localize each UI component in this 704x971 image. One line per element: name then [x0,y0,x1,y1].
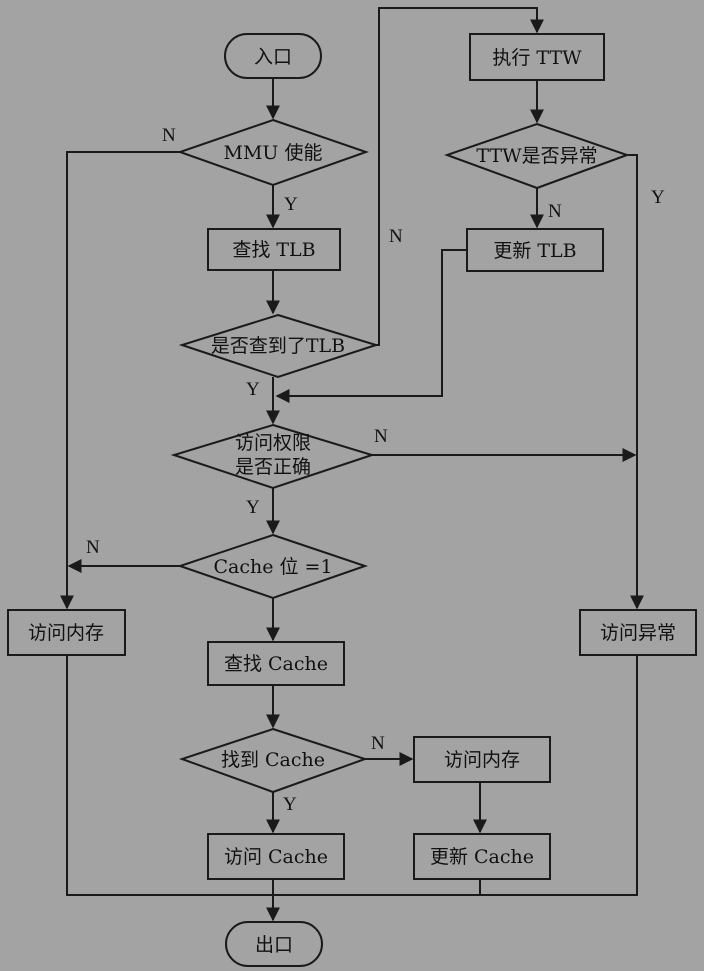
process-access-memory-right: 访问内存 [413,736,551,783]
process-update-tlb-label: 更新 TLB [493,240,576,262]
process-update-tlb: 更新 TLB [466,228,604,272]
node-exit: 出口 [225,921,323,967]
process-exec-ttw: 执行 TTW [469,33,605,81]
decision-mmu-enabled: MMU 使能 [176,118,370,187]
process-access-cache-label: 访问 Cache [224,846,328,868]
node-entry-label: 入口 [254,46,292,68]
edge-left-memory-to-exit [66,655,272,896]
edge-label-tlb-yes: Y [246,379,260,400]
process-access-exception: 访问异常 [579,609,697,656]
process-access-exception-label: 访问异常 [600,622,676,644]
edge-label-ttw-yes: Y [651,187,665,208]
edge-update-tlb-to-merge [275,249,467,403]
process-access-memory-right-label: 访问内存 [444,749,520,771]
process-find-cache: 查找 Cache [207,641,345,686]
decision-cache-bit: Cache 位 =1 [176,533,369,600]
edge-label-permission-yes: Y [246,497,260,518]
edge-label-tlb-no: N [389,226,403,247]
process-update-cache: 更新 Cache [413,833,551,880]
process-access-memory-left-label: 访问内存 [28,622,104,644]
process-update-cache-label: 更新 Cache [430,846,534,868]
edge-label-ttw-no: N [548,201,562,222]
edge-label-mmu-no: N [162,125,176,146]
edge-label-cache-found-no: N [371,733,385,754]
edge-ttw-exception-yes-to-access-exception [627,154,644,610]
decision-mmu-enabled-label: MMU 使能 [224,142,323,164]
edge-label-cache-bit-no: N [86,537,100,558]
decision-cache-found: 找到 Cache [178,727,369,794]
edges [60,7,644,922]
decision-ttw-exception: TTW是否异常 [444,122,630,190]
process-find-tlb: 查找 TLB [207,228,341,271]
edge-mmu-no-to-left-memory [60,151,180,610]
decision-tlb-hit: 是否查到了TLB [178,313,380,379]
edge-labels: N Y N Y Y N N Y N N Y [86,125,665,815]
decision-tlb-hit-label: 是否查到了TLB [211,335,345,357]
process-exec-ttw-label: 执行 TTW [492,47,582,69]
edge-label-mmu-yes: Y [284,194,298,215]
node-entry: 入口 [224,33,322,79]
decision-access-permission-label-2: 是否正确 [235,456,311,478]
edge-label-permission-no: N [374,426,388,447]
edge-access-exception-to-exit [274,655,638,896]
decision-access-permission-label-1: 访问权限 [235,432,311,454]
process-find-tlb-label: 查找 TLB [232,239,315,261]
decision-cache-bit-label: Cache 位 =1 [213,556,332,578]
process-access-memory-left: 访问内存 [7,609,126,656]
edge-label-cache-found-yes: Y [283,794,297,815]
decision-access-permission: 访问权限 是否正确 [170,423,376,490]
decision-ttw-exception-label: TTW是否异常 [476,145,597,167]
process-access-cache: 访问 Cache [207,833,345,880]
node-exit-label: 出口 [255,934,293,956]
decision-cache-found-label: 找到 Cache [221,749,325,771]
process-find-cache-label: 查找 Cache [224,653,328,675]
